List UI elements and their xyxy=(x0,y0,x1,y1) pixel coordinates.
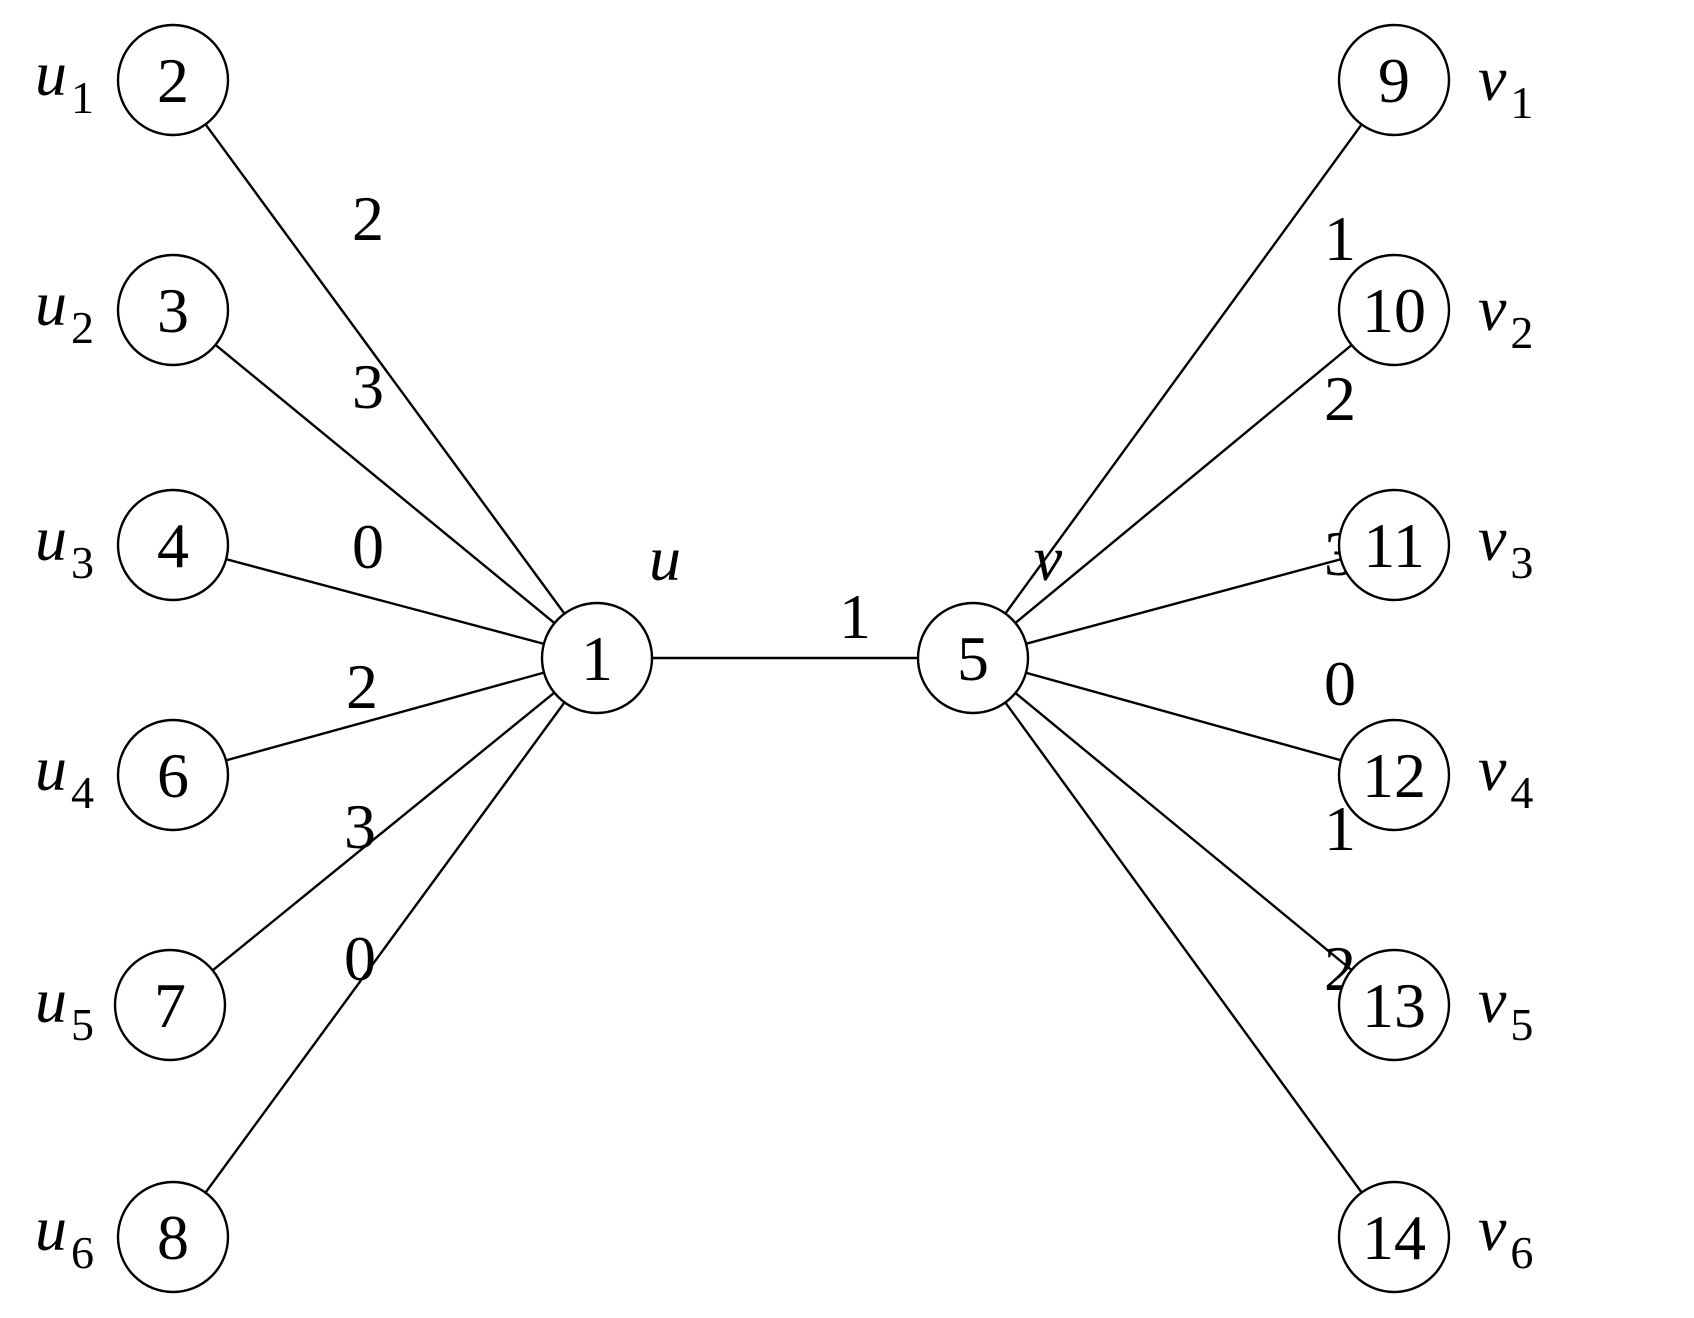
vertex-name-u: u xyxy=(649,523,681,594)
vertex-name-v1: v1 xyxy=(1478,43,1533,128)
node-u3-number: 4 xyxy=(157,510,189,581)
node-u1-number: 2 xyxy=(157,45,189,116)
edge-u-u2 xyxy=(172,309,598,659)
node-v1: 9 xyxy=(1337,23,1451,137)
node-v3-circle xyxy=(1337,488,1451,602)
node-u4-number: 6 xyxy=(157,740,189,811)
node-v: 5 xyxy=(916,601,1030,715)
vertex-name-v5: v5 xyxy=(1478,965,1533,1050)
vertex-names-layer: u v u1 u2 u3 u4 u5 u6 v1 v2 v3 v4 v5 v6 xyxy=(35,38,1533,1278)
node-u6-circle xyxy=(116,1180,230,1294)
node-v4-circle xyxy=(1337,718,1451,832)
node-v3-number: 11 xyxy=(1363,510,1425,581)
node-u2-circle xyxy=(116,253,230,367)
vertex-name-v3: v3 xyxy=(1478,503,1533,588)
node-v2-number: 10 xyxy=(1362,275,1426,346)
node-u5-circle xyxy=(113,948,227,1062)
node-v4-number: 12 xyxy=(1362,740,1426,811)
vertex-name-u5: u5 xyxy=(35,965,94,1050)
edge-labels-layer: 1230230123012 xyxy=(344,183,1356,1004)
node-v6: 14 xyxy=(1337,1180,1451,1294)
node-u2-number: 3 xyxy=(157,275,189,346)
vertex-name-u1: u1 xyxy=(35,38,94,123)
vertex-name-u6: u6 xyxy=(35,1193,94,1278)
node-u-circle xyxy=(540,601,654,715)
node-u4-circle xyxy=(116,718,230,832)
edge-v-v2 xyxy=(972,309,1395,659)
edge-v-v6 xyxy=(972,657,1395,1238)
edge-u-u4 xyxy=(172,656,598,777)
node-u-number: 1 xyxy=(581,623,613,694)
node-u5-number: 7 xyxy=(154,970,186,1041)
node-v1-number: 9 xyxy=(1378,45,1410,116)
edge-label-u-v: 1 xyxy=(839,581,871,652)
edge-u-u6 xyxy=(172,657,598,1238)
node-u3: 4 xyxy=(116,488,230,602)
node-v5-number: 13 xyxy=(1362,970,1426,1041)
edges-layer xyxy=(169,79,1395,1238)
node-u3-circle xyxy=(116,488,230,602)
vertex-name-v4: v4 xyxy=(1478,733,1533,818)
edge-u-u3 xyxy=(172,543,598,660)
node-u6-number: 8 xyxy=(157,1202,189,1273)
node-v3: 11 xyxy=(1337,488,1451,602)
vertex-name-v6: v6 xyxy=(1478,1193,1533,1278)
node-u6: 8 xyxy=(116,1180,230,1294)
node-u1-circle xyxy=(116,23,230,137)
edge-v-v5 xyxy=(972,657,1395,1006)
vertex-name-v2: v2 xyxy=(1478,273,1533,358)
node-v5-circle xyxy=(1337,948,1451,1062)
edge-label-u5: 3 xyxy=(344,791,376,862)
edge-label-u3: 0 xyxy=(352,511,384,582)
edge-label-v2: 2 xyxy=(1324,363,1356,434)
edge-label-v4: 0 xyxy=(1324,648,1356,719)
edge-label-u2: 3 xyxy=(352,351,384,422)
node-u1: 2 xyxy=(116,23,230,137)
node-u5: 7 xyxy=(113,948,227,1062)
node-v5: 13 xyxy=(1337,948,1451,1062)
vertex-name-u3: u3 xyxy=(35,503,94,588)
vertex-name-u2: u2 xyxy=(35,268,94,353)
node-v-number: 5 xyxy=(957,623,989,694)
node-v2: 10 xyxy=(1337,253,1451,367)
vertex-name-u4: u4 xyxy=(35,733,94,818)
edge-v-v3 xyxy=(972,543,1395,660)
node-v6-circle xyxy=(1337,1180,1451,1294)
edge-v-v1 xyxy=(972,79,1395,659)
node-u: 1 xyxy=(540,601,654,715)
node-v4: 12 xyxy=(1337,718,1451,832)
node-v-circle xyxy=(916,601,1030,715)
node-v1-circle xyxy=(1337,23,1451,137)
node-v6-number: 14 xyxy=(1362,1202,1426,1273)
edge-v-v4 xyxy=(972,656,1395,777)
edge-u-u1 xyxy=(172,79,598,659)
edge-label-u1: 2 xyxy=(352,183,384,254)
edge-label-u6: 0 xyxy=(344,923,376,994)
edge-label-u4: 2 xyxy=(346,651,378,722)
edge-label-v1: 1 xyxy=(1324,203,1356,274)
node-v2-circle xyxy=(1337,253,1451,367)
edge-u-u5 xyxy=(169,657,598,1006)
node-u2: 3 xyxy=(116,253,230,367)
vertex-name-v: v xyxy=(1034,523,1063,594)
node-u4: 6 xyxy=(116,718,230,832)
